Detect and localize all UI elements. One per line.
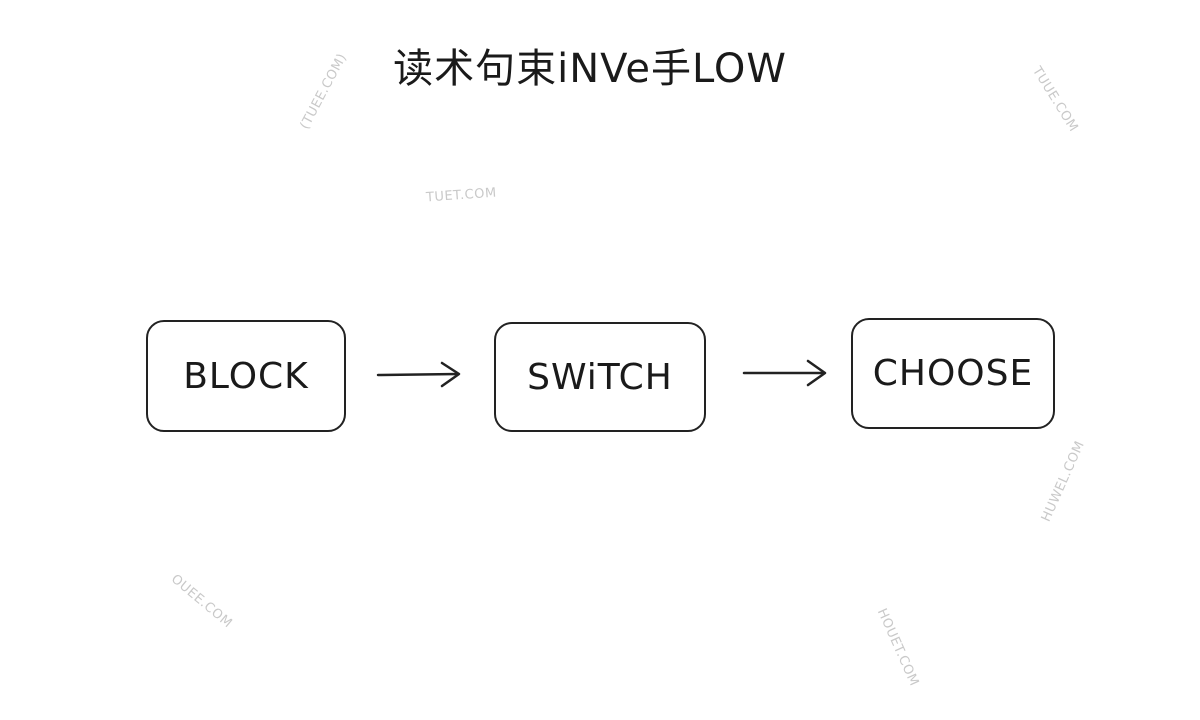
watermark: HUWEL.COM [1038,438,1088,525]
node-choose: CHOOSE [851,318,1055,429]
diagram-title: 读术句束iNVe手LOW [393,46,787,92]
watermark: TUET.COM [425,185,498,206]
node-block: BLOCK [146,320,346,432]
arrow-switch-to-choose [742,359,827,387]
watermark: OUEE.COM [167,571,235,632]
node-switch: SWiTCH [494,322,706,432]
watermark: HOUET.COM [873,606,922,689]
arrow-block-to-switch [376,361,461,388]
